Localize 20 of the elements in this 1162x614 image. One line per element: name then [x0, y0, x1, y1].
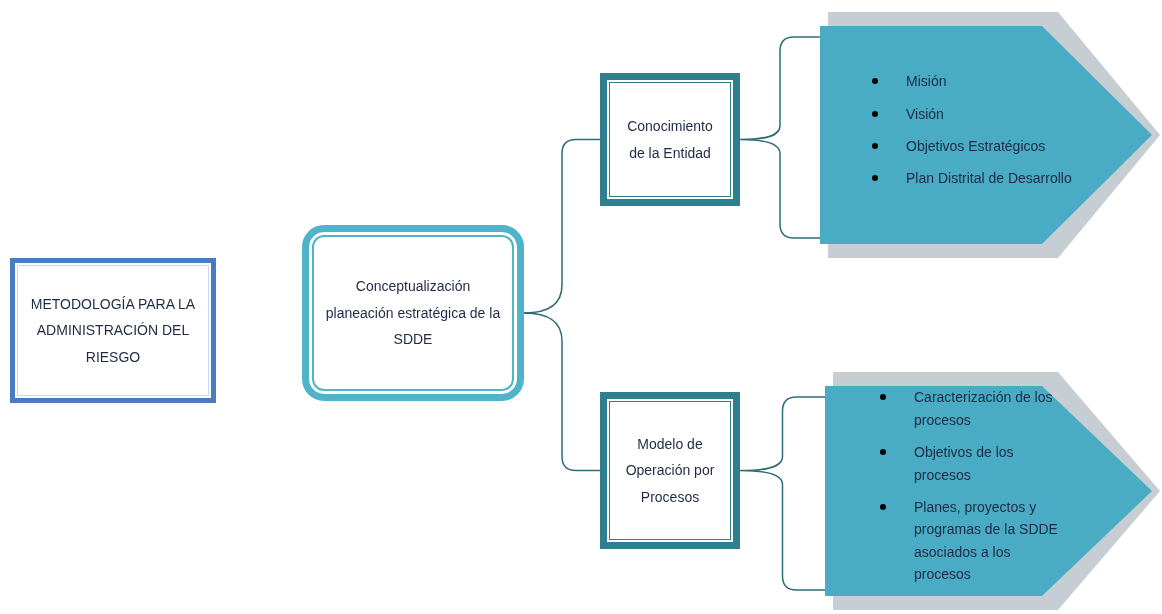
- arrow-shape-box: [820, 12, 1160, 258]
- process-box: [600, 392, 740, 549]
- process-box: [10, 258, 216, 403]
- bullet-item: Misión: [906, 73, 947, 90]
- bullet-item: Planes, proyectos y programas de la SDDE asociados a los procesos: [914, 499, 1058, 583]
- bullet-item: Objetivos Estratégicos: [906, 138, 1046, 154]
- bullet-item: Objetivos de los procesos: [914, 444, 1014, 483]
- brace-connector: [523, 312, 601, 472]
- process-box: [302, 225, 524, 401]
- arrow-shape-box: [825, 372, 1160, 610]
- bullet-item: Visión: [906, 105, 944, 122]
- brace-connector: [739, 396, 826, 591]
- bullet-item: Plan Distrital de Desarrollo: [906, 170, 1072, 187]
- box-label: METODOLOGÍA PARA LA ADMINISTRACIÓN DEL RIESGO: [29, 294, 197, 367]
- brace-connector: [739, 36, 821, 239]
- process-box: [600, 73, 740, 206]
- box-label: Modelo de Operación por Procesos: [624, 434, 716, 507]
- box-label: Conceptualización planeación estratégica de la SDDE: [324, 277, 502, 350]
- box-label: Conocimiento de la Entidad: [626, 116, 714, 163]
- bullet-item: Caracterización de los procesos: [914, 389, 1053, 428]
